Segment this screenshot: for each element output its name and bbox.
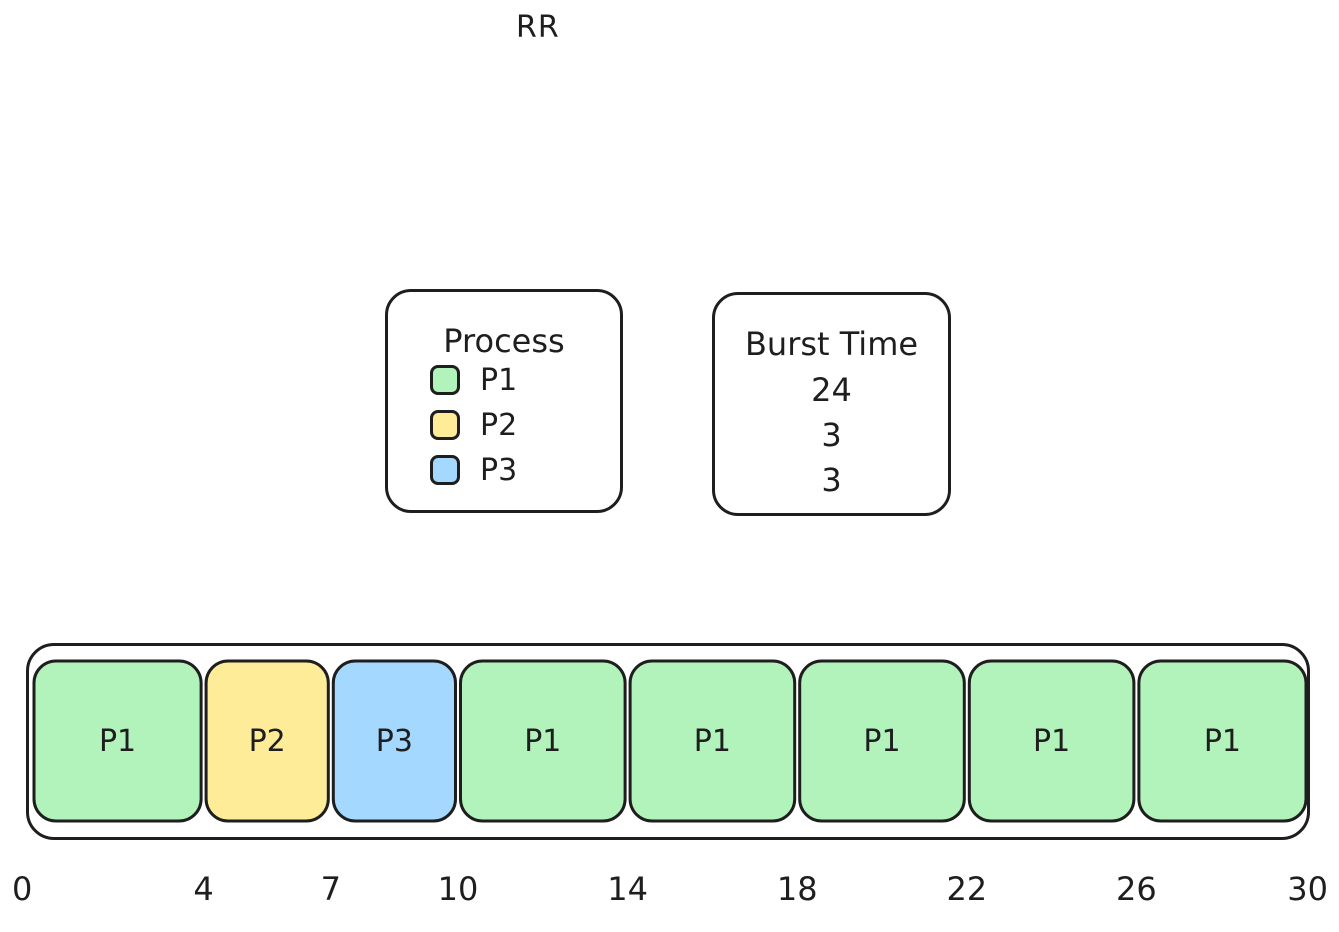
gantt-segment-5 — [628, 659, 797, 823]
process-heading: Process — [443, 322, 565, 360]
time-tick-14: 14 — [607, 870, 648, 908]
burst-value-p1: 24 — [811, 371, 852, 409]
gantt-segment-label-8: P1 — [1204, 724, 1241, 759]
burst-value-p3: 3 — [821, 461, 842, 499]
gantt-segment-label-4: P1 — [524, 724, 561, 759]
burst-value-p2: 3 — [821, 416, 842, 454]
legend-row-p1: P1 — [430, 362, 517, 398]
gantt-segment-label-3: P3 — [376, 724, 413, 759]
legend-swatch-p2 — [430, 410, 460, 440]
gantt-segment-8 — [1137, 659, 1308, 823]
gantt-segment-1 — [32, 659, 203, 823]
process-legend-card: Process P1 P2 P3 — [385, 289, 623, 513]
gantt-segment-4 — [459, 659, 627, 823]
burst-time-heading: Burst Time — [744, 325, 919, 363]
legend-label-p3: P3 — [480, 452, 518, 488]
time-tick-30: 30 — [1287, 870, 1328, 908]
gantt-segment-3 — [331, 659, 457, 823]
gantt-segment-label-5: P1 — [694, 724, 731, 759]
gantt-segment-2 — [204, 659, 330, 823]
gantt-segment-7 — [967, 659, 1136, 823]
time-tick-26: 26 — [1116, 870, 1157, 908]
time-tick-4: 4 — [193, 870, 213, 908]
gantt-segment-label-1: P1 — [99, 724, 136, 759]
diagram-title: RR — [516, 10, 560, 45]
time-tick-10: 10 — [438, 870, 479, 908]
legend-row-p2: P2 — [430, 407, 517, 443]
burst-time-card: Burst Time 24 3 3 — [712, 292, 951, 516]
legend-swatch-p3 — [430, 455, 460, 485]
legend-row-p3: P3 — [430, 452, 517, 488]
gantt-segment-label-6: P1 — [863, 724, 900, 759]
gantt-segment-6 — [798, 659, 966, 823]
gantt-segment-label-2: P2 — [249, 724, 286, 759]
legend-swatch-p1 — [430, 365, 460, 395]
legend-label-p1: P1 — [480, 362, 518, 398]
gantt-segment-label-7: P1 — [1033, 724, 1070, 759]
time-tick-22: 22 — [946, 870, 987, 908]
time-tick-7: 7 — [321, 870, 341, 908]
time-tick-18: 18 — [777, 870, 818, 908]
gantt-chart-frame — [26, 643, 1310, 840]
time-tick-0: 0 — [12, 870, 32, 908]
legend-label-p2: P2 — [480, 407, 518, 443]
